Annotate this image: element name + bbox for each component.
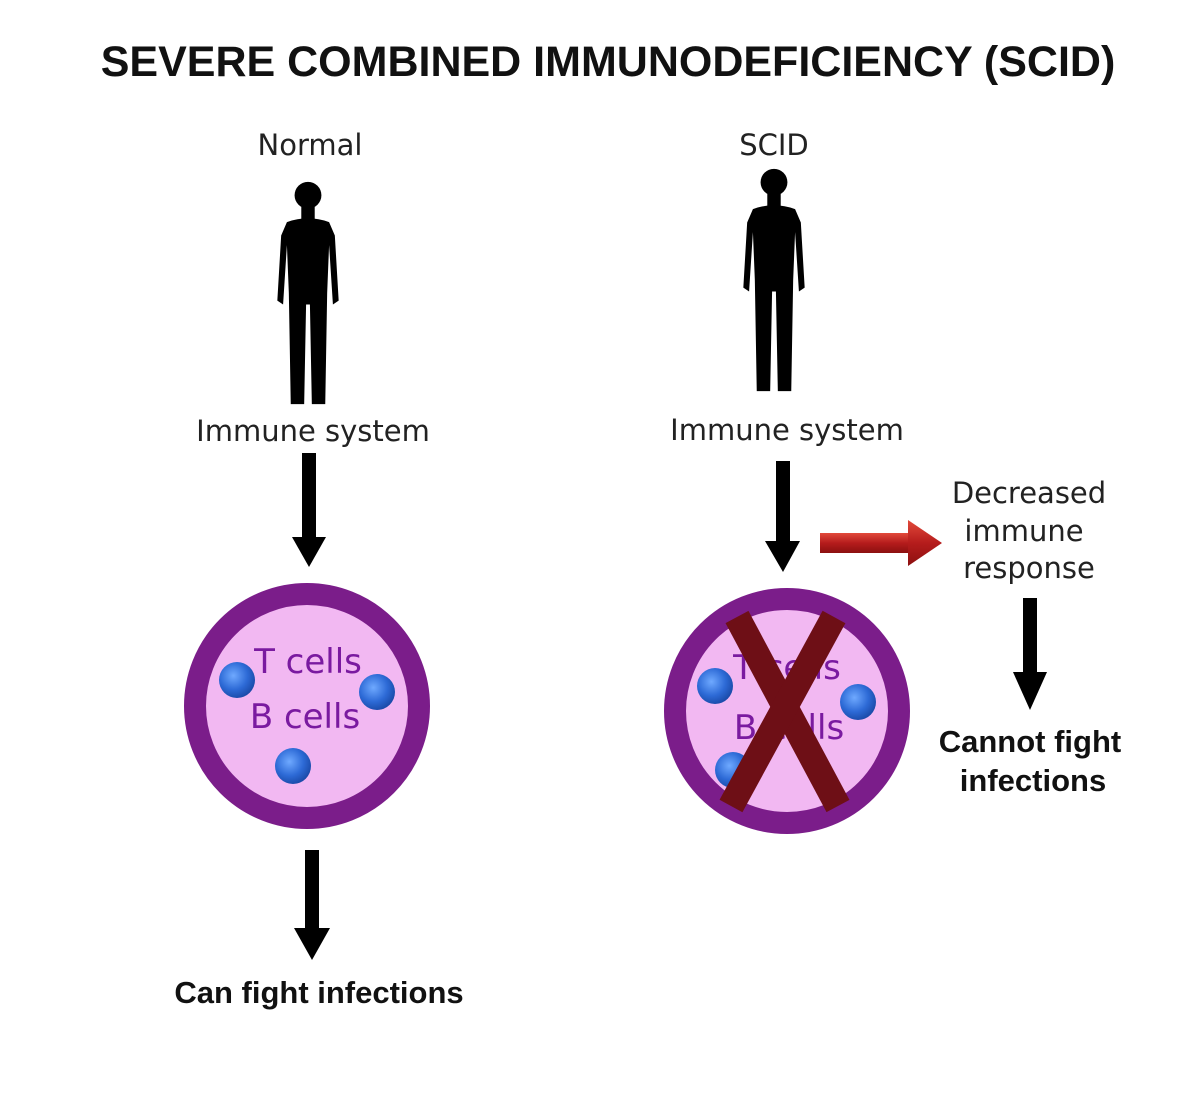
normal-outcome: Can fight infections bbox=[174, 975, 463, 1010]
lymphocyte-icon bbox=[275, 748, 311, 784]
scid-down-arrow-1 bbox=[765, 461, 800, 572]
normal-person-icon bbox=[277, 181, 339, 405]
scid-outcome-line-2: infections bbox=[960, 763, 1106, 798]
normal-immune-cell-pool: T cells B cells bbox=[184, 583, 430, 829]
normal-down-arrow-1 bbox=[292, 453, 326, 567]
lymphocyte-icon bbox=[697, 668, 733, 704]
scid-down-arrow-2 bbox=[1013, 598, 1047, 710]
lymphocyte-icon bbox=[219, 662, 255, 698]
scid-column: SCID Immune system Decreased immune resp… bbox=[664, 128, 1122, 834]
normal-t-cells-label: T cells bbox=[253, 642, 362, 682]
normal-b-cells-label: B cells bbox=[250, 697, 360, 737]
side-note-line-3: response bbox=[963, 551, 1095, 585]
normal-column: Normal Immune system T cells B cells Can… bbox=[174, 128, 463, 1010]
normal-down-arrow-2 bbox=[294, 850, 330, 960]
side-note-line-1: Decreased bbox=[952, 476, 1106, 510]
normal-heading: Normal bbox=[258, 128, 363, 162]
scid-outcome-line-1: Cannot fight bbox=[939, 724, 1122, 759]
red-right-arrow bbox=[820, 520, 942, 566]
scid-immune-system-label: Immune system bbox=[670, 413, 904, 447]
lymphocyte-icon bbox=[840, 684, 876, 720]
decreased-immune-response-note: Decreased immune response bbox=[952, 476, 1106, 585]
side-note-line-2: immune bbox=[964, 514, 1083, 548]
normal-pool-ring bbox=[184, 583, 430, 829]
scid-immune-cell-pool: T cells B cells bbox=[664, 588, 910, 834]
cross-out-x-icon bbox=[719, 610, 850, 813]
lymphocyte-icon bbox=[359, 674, 395, 710]
normal-immune-system-label: Immune system bbox=[196, 414, 430, 448]
scid-heading: SCID bbox=[739, 128, 809, 162]
scid-person-icon bbox=[743, 168, 805, 392]
diagram-title: SEVERE COMBINED IMMUNODEFICIENCY (SCID) bbox=[101, 38, 1116, 86]
